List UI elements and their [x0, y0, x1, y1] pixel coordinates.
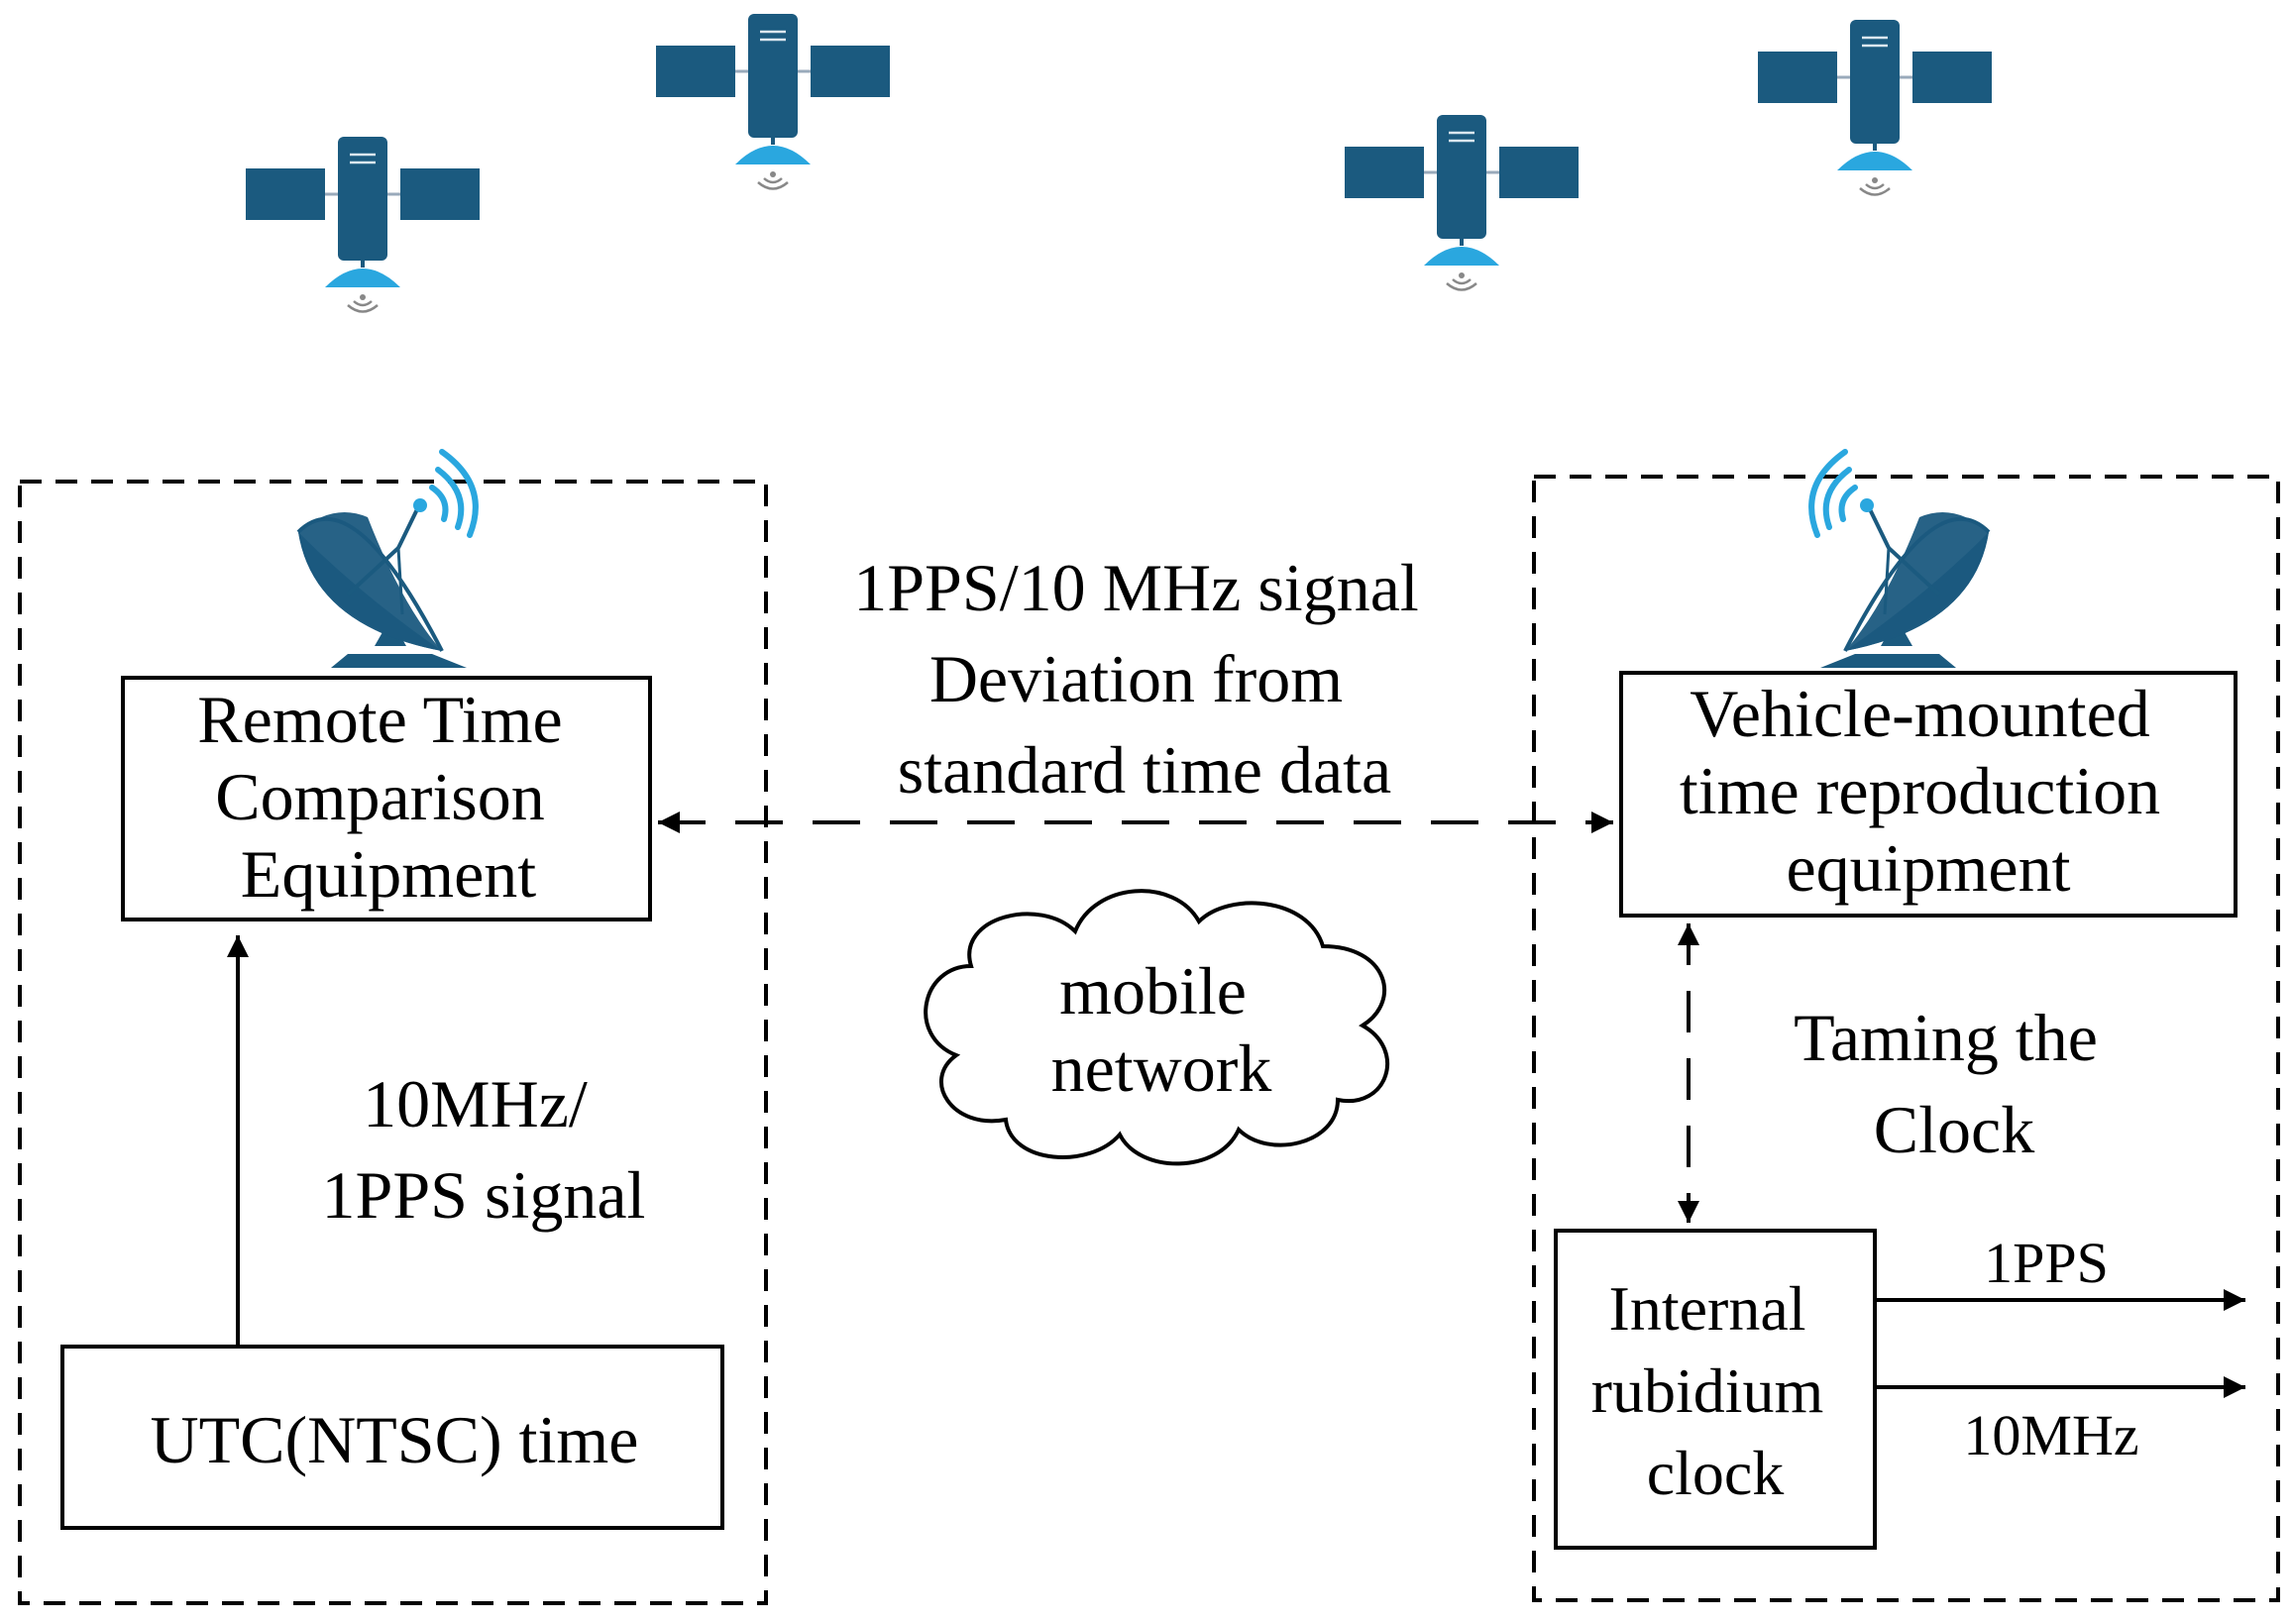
- output-1pps-label: 1PPS: [1984, 1231, 2109, 1295]
- remote-equipment-label: Remote Time Comparison Equipment: [197, 682, 579, 912]
- vehicle-site-frame: [1532, 475, 2280, 1602]
- taming-label: Taming the Clock: [1794, 1000, 2115, 1167]
- cloud-label: mobile network: [1051, 953, 1272, 1106]
- satellite-icon: [1756, 18, 1994, 197]
- output-10mhz-label: 10MHz: [1963, 1403, 2138, 1467]
- satellite-dish-icon: [298, 452, 476, 668]
- rubidium-clock-label: Internal rubidium clock: [1591, 1273, 1840, 1508]
- rubidium-clock-box: [1554, 1229, 1877, 1550]
- utc-signal-label: 10MHz/ 1PPS signal: [322, 1066, 646, 1233]
- mobile-network-cloud: [924, 889, 1390, 1166]
- satellite-dish-icon: [1811, 452, 1989, 668]
- utc-time-box: [60, 1345, 724, 1530]
- vehicle-equipment-box: [1619, 671, 2237, 918]
- satellite-icon: [654, 12, 892, 191]
- utc-time-label: UTC(NTSC) time: [151, 1402, 639, 1477]
- vehicle-equipment-label: Vehicle-mounted time reproduction equipm…: [1680, 676, 2177, 906]
- remote-equipment-box: [121, 676, 652, 921]
- satellite-icon: [1343, 113, 1581, 292]
- remote-site-frame: [18, 480, 768, 1605]
- link-signal-label: 1PPS/10 MHz signal Deviation from standa…: [853, 550, 1436, 808]
- satellite-icon: [244, 135, 482, 314]
